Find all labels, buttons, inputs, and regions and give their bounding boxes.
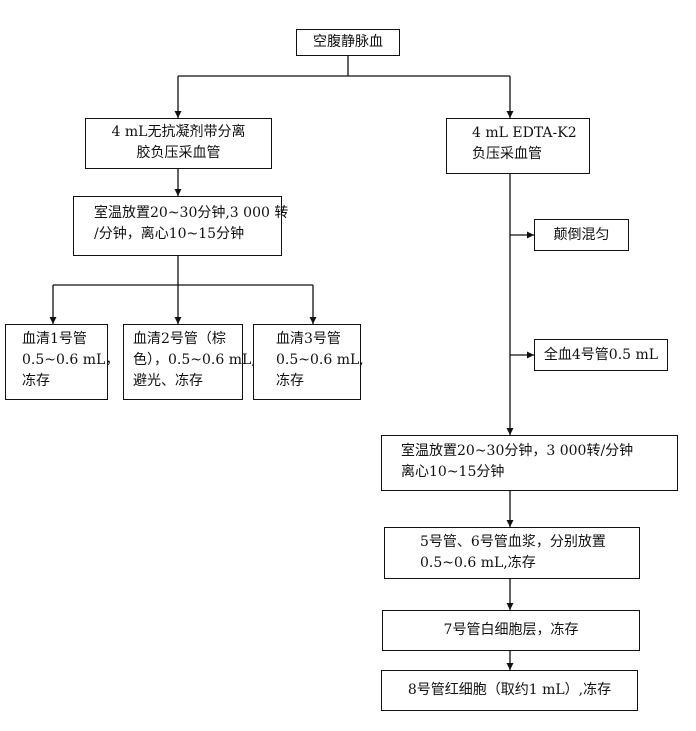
node-left-tube-line2: 胶负压采血管: [136, 145, 221, 161]
node-left-tube: 4 mL无抗凝剂带分离 胶负压采血管: [85, 118, 272, 169]
node-plasma: 5号管、6号管血浆，分别放置 0.5~0.6 mL,冻存: [384, 527, 640, 579]
node-root-label: 空腹静脉血: [313, 34, 383, 50]
node-serum2-line2: 色），0.5~0.6 mL,: [133, 352, 256, 368]
node-plasma-line1: 5号管、6号管血浆，分别放置: [420, 534, 606, 550]
node-invert: 颠倒混匀: [534, 219, 629, 251]
node-left-centrifuge: 室温放置20~30分钟,3 000 转 /分钟，离心10~15分钟: [73, 196, 289, 256]
node-serum3-line3: 冻存: [276, 373, 304, 389]
node-right-centrifuge: 室温放置20~30分钟，3 000转/分钟 离心10~15分钟: [381, 435, 678, 491]
node-red-cells: 8号管红细胞（取约1 mL）,冻存: [381, 670, 638, 711]
node-serum2: 血清2号管（棕 色），0.5~0.6 mL, 避光、冻存: [123, 324, 256, 400]
node-right-tube: 4 mL EDTA-K2 负压采血管: [446, 118, 590, 174]
node-red-cells-label: 8号管红细胞（取约1 mL）,冻存: [407, 682, 612, 698]
node-serum2-line1: 血清2号管（棕: [133, 331, 226, 347]
node-serum1-line2: 0.5~0.6 mL，: [22, 352, 120, 368]
node-serum3-line1: 血清3号管: [276, 331, 341, 347]
node-left-tube-line1: 4 mL无抗凝剂带分离: [111, 124, 246, 140]
node-root: 空腹静脉血: [296, 29, 400, 56]
node-whole-blood: 全血4号管0.5 mL: [534, 339, 668, 371]
node-right-tube-line1: 4 mL EDTA-K2: [472, 125, 577, 141]
node-serum3-line2: 0.5~0.6 mL,: [276, 352, 364, 368]
node-plasma-line2: 0.5~0.6 mL,冻存: [420, 555, 536, 571]
node-whole-blood-label: 全血4号管0.5 mL: [543, 347, 659, 363]
node-serum2-line3: 避光、冻存: [133, 373, 203, 389]
node-serum1-line3: 冻存: [22, 373, 50, 389]
node-serum1-line1: 血清1号管: [22, 331, 87, 347]
node-serum3: 血清3号管 0.5~0.6 mL, 冻存: [253, 324, 364, 400]
node-right-centrifuge-line2: 离心10~15分钟: [401, 464, 505, 480]
node-buffy-coat-label: 7号管白细胞层，冻存: [443, 622, 579, 638]
node-buffy-coat: 7号管白细胞层，冻存: [382, 610, 640, 651]
node-serum1: 血清1号管 0.5~0.6 mL， 冻存: [5, 324, 120, 400]
node-right-tube-line2: 负压采血管: [472, 146, 542, 162]
node-left-centrifuge-line2: /分钟，离心10~15分钟: [94, 226, 245, 242]
node-left-centrifuge-line1: 室温放置20~30分钟,3 000 转: [94, 205, 289, 221]
node-right-centrifuge-line1: 室温放置20~30分钟，3 000转/分钟: [401, 443, 634, 459]
node-invert-label: 颠倒混匀: [553, 227, 610, 243]
